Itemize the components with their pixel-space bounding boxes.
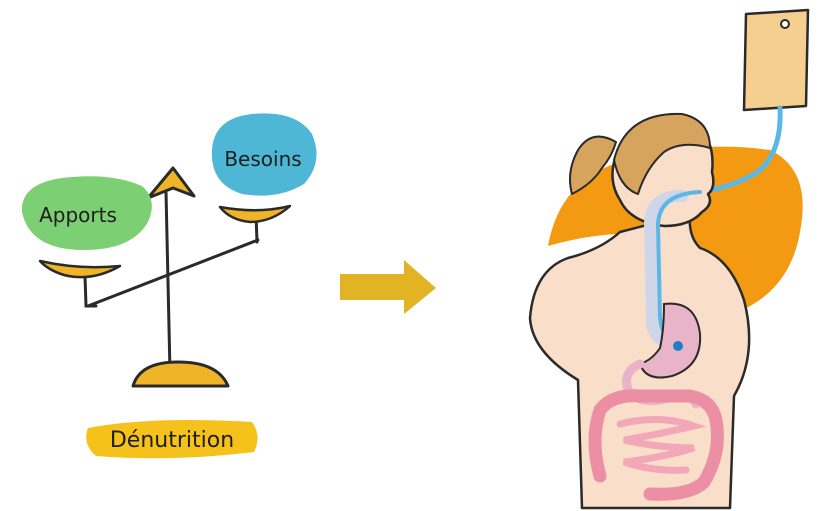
besoins-bubble: Besoins [212,113,317,195]
right-pan [220,206,290,222]
besoins-label: Besoins [224,147,301,171]
apports-bubble: Apports [22,176,152,250]
tube-tip [673,341,683,351]
scale-post [166,192,170,372]
denutrition-caption: Dénutrition [86,420,257,458]
apports-label: Apports [39,203,117,227]
enteral-feeding-illustration [530,10,808,508]
scale-beam [88,240,258,306]
denutrition-label: Dénutrition [110,428,234,453]
transition-arrow [340,260,436,314]
left-pan [40,261,120,277]
bag-hanger-hole [781,20,789,28]
scale-pointer [148,168,194,198]
scale-base [133,362,228,386]
left-hanger [85,276,96,306]
feeding-bag [744,10,808,110]
